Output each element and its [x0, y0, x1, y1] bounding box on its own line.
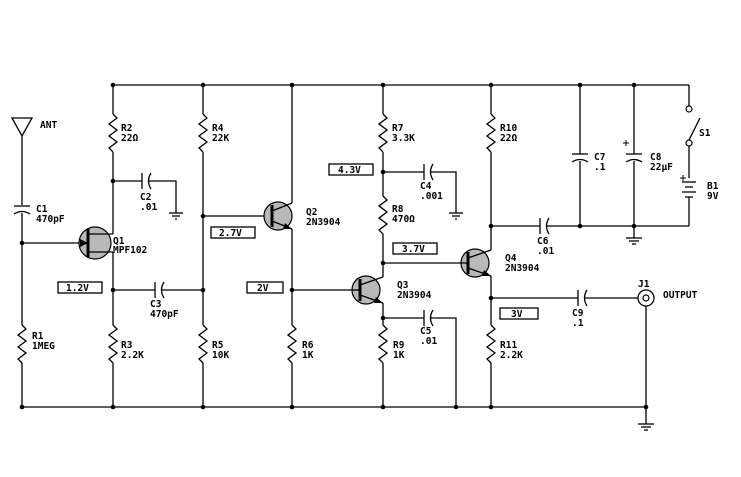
c3-value: 470pF: [150, 309, 179, 320]
c5-ref: C5: [420, 326, 432, 337]
capacitor-c2: [113, 172, 183, 220]
r7-value: 3.3K: [392, 133, 415, 144]
battery-b1: [680, 175, 696, 226]
r8-value: 470Ω: [392, 214, 415, 225]
r3-value: 2.2K: [121, 350, 144, 361]
c5-value: .01: [420, 336, 437, 347]
r5-value: 10K: [212, 350, 229, 361]
j1-label: OUTPUT: [663, 290, 698, 301]
output-jack-j1: [637, 289, 655, 431]
q3-value: 2N3904: [397, 290, 432, 301]
c9-value: .1: [572, 318, 584, 329]
capacitor-c6: [491, 217, 689, 235]
r7-ref: R7: [392, 123, 403, 134]
r2-value: 22Ω: [121, 133, 138, 144]
voltage-tag-1v2: 1.2V: [57, 281, 103, 294]
c4-value: .001: [420, 191, 443, 202]
resistor-r4: [197, 85, 209, 325]
r6-ref: R6: [302, 340, 314, 351]
resistor-r7: [377, 85, 389, 196]
c2-value: .01: [140, 202, 157, 213]
r4-value: 22K: [212, 133, 229, 144]
q2-value: 2N3904: [306, 217, 341, 228]
r8-ref: R8: [392, 204, 404, 215]
resistor-r10: [485, 85, 497, 250]
r11-value: 2.2K: [500, 350, 523, 361]
q2-ref: Q2: [306, 207, 317, 218]
c7-value: .1: [594, 162, 606, 173]
capacitor-c3: [113, 281, 203, 299]
voltage-2v-text: 2V: [257, 283, 269, 294]
voltage-2v7-text: 2.7V: [219, 228, 242, 239]
resistor-r5: [197, 324, 209, 407]
r5-ref: R5: [212, 340, 224, 351]
voltage-tag-3v: 3V: [499, 307, 539, 320]
resistor-r6: [286, 229, 298, 407]
r3-ref: R3: [121, 340, 133, 351]
capacitor-c7: [571, 85, 589, 226]
r9-value: 1K: [393, 350, 405, 361]
c4-ref: C4: [420, 181, 432, 192]
r10-ref: R10: [500, 123, 517, 134]
b1-value: 9V: [707, 191, 719, 202]
antenna: [10, 117, 34, 205]
resistor-r2: [107, 85, 119, 234]
r9-ref: R9: [393, 340, 405, 351]
voltage-tag-2v7: 2.7V: [210, 226, 256, 239]
transistor-q1: [78, 226, 113, 260]
c6-ref: C6: [537, 236, 549, 247]
b1-ref: B1: [707, 181, 719, 192]
resistor-r1: [16, 324, 28, 407]
resistor-r3: [107, 252, 119, 407]
capacitor-c1: [13, 205, 31, 325]
c9-ref: C9: [572, 308, 584, 319]
s1-ref: S1: [699, 128, 711, 139]
q4-value: 2N3904: [505, 263, 540, 274]
voltage-tag-4v3: 4.3V: [328, 163, 374, 176]
capacitor-c8: [623, 85, 643, 245]
c8-value: 22µF: [650, 162, 673, 173]
r4-ref: R4: [212, 123, 224, 134]
c3-ref: C3: [150, 299, 162, 310]
transistor-q2: [263, 201, 293, 231]
j1-ref: J1: [638, 279, 650, 290]
capacitor-c4: [383, 163, 463, 220]
capacitor-c5: [383, 309, 457, 407]
c7-ref: C7: [594, 152, 605, 163]
r1-ref: R1: [32, 331, 44, 342]
r10-value: 22Ω: [500, 133, 517, 144]
transistor-q3: [350, 275, 384, 305]
c2-ref: C2: [140, 192, 151, 203]
capacitor-c9: [491, 289, 638, 307]
c6-value: .01: [537, 246, 554, 257]
q4-ref: Q4: [505, 253, 517, 264]
resistor-r8: [377, 195, 389, 277]
resistor-r11: [485, 276, 497, 407]
r11-ref: R11: [500, 340, 517, 351]
voltage-tag-2v: 2V: [246, 281, 284, 294]
q1-ref: Q1: [113, 236, 125, 247]
antenna-label: ANT: [40, 120, 57, 131]
q3-ref: Q3: [397, 280, 409, 291]
c1-value: 470pF: [36, 214, 65, 225]
transistor-q4: [458, 248, 492, 278]
voltage-3v7-text: 3.7V: [402, 244, 425, 255]
r6-value: 1K: [302, 350, 314, 361]
junction-dots: [19, 82, 649, 410]
voltage-3v-text: 3V: [511, 309, 523, 320]
r1-value: 1MEG: [32, 341, 55, 352]
c8-ref: C8: [650, 152, 662, 163]
c1-ref: C1: [36, 204, 48, 215]
q1-value: MPF102: [113, 245, 147, 256]
r2-ref: R2: [121, 123, 132, 134]
resistor-r9: [377, 303, 389, 407]
voltage-1v2-text: 1.2V: [66, 283, 89, 294]
voltage-4v3-text: 4.3V: [338, 165, 361, 176]
voltage-tag-3v7: 3.7V: [392, 242, 438, 255]
switch-s1: [685, 85, 701, 178]
